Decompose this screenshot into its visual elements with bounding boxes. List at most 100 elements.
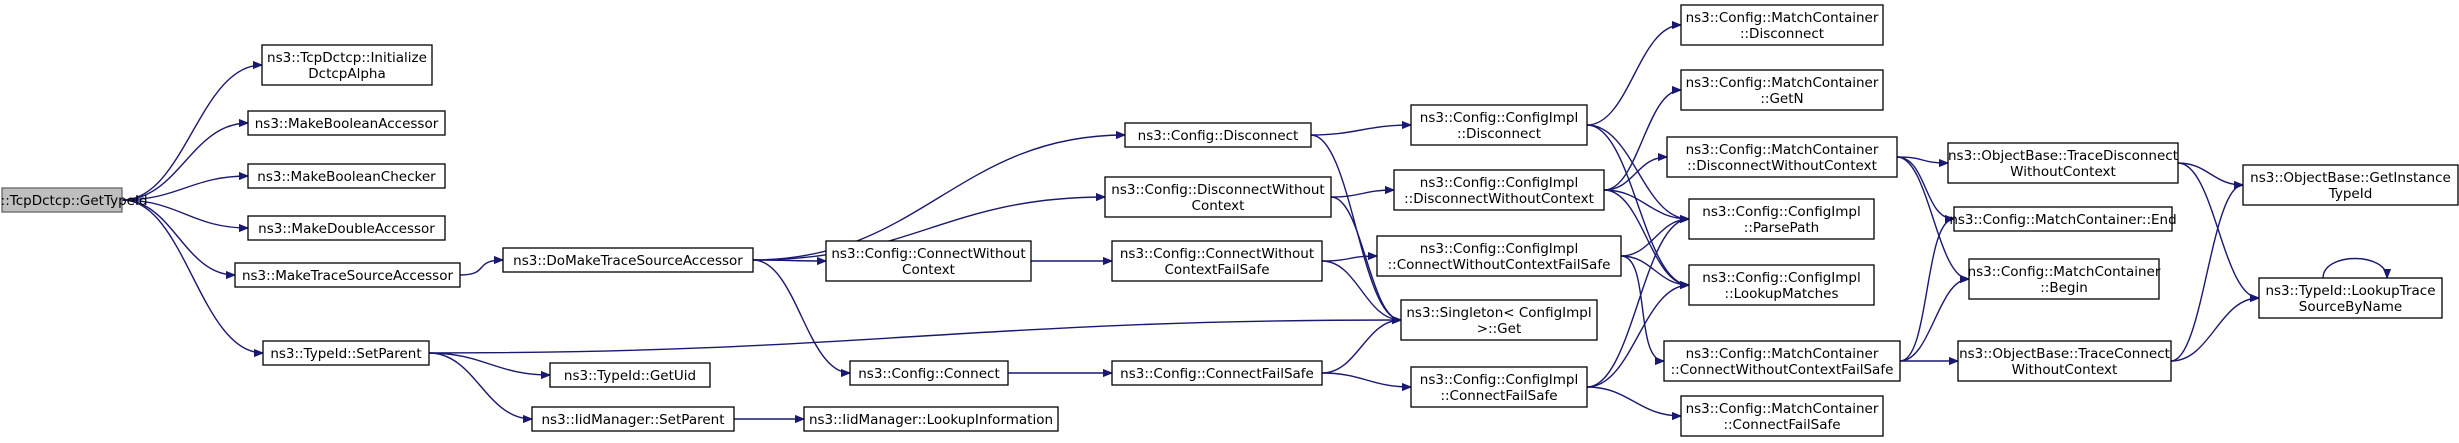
node-box <box>1953 206 2173 232</box>
node-label-line: ::DisconnectWithoutContext <box>1404 191 1594 207</box>
node-box <box>1393 169 1605 211</box>
node-label-line: TypeId <box>2328 186 2373 202</box>
node-typeid-set-parent[interactable]: ns3::TypeId::SetParent <box>262 340 430 366</box>
node-box <box>1688 264 1875 306</box>
node-config-disconnect[interactable]: ns3::Config::Disconnect <box>1124 122 1312 148</box>
node-box <box>1410 104 1588 146</box>
node-config-disconnect-without-context[interactable]: ns3::Config::DisconnectWithoutContext <box>1104 176 1332 218</box>
node-singleton-get[interactable]: ns3::Singleton< ConfigImpl>::Get <box>1400 299 1598 341</box>
node-box <box>247 163 446 189</box>
node-label-line: Context <box>902 262 955 278</box>
edge-do_make_trace_source_accessor-to-config_disconnect <box>752 135 1125 261</box>
node-typeid-get-uid[interactable]: ns3::TypeId::GetUid <box>549 362 711 388</box>
node-label-line: ns3::Config::ConfigImpl <box>1702 270 1860 286</box>
node-label-line: ns3::MakeBooleanChecker <box>257 169 436 185</box>
node-box <box>2242 164 2459 206</box>
node-get-type-id[interactable]: ns3::TcpDctcp::GetTypeId <box>0 187 148 213</box>
edge-configimpl_connect_failsafe-to-configimpl_parse_path <box>1586 219 1689 388</box>
node-config-connect[interactable]: ns3::Config::Connect <box>849 360 1009 386</box>
edge-object_base_trace_connect_without_context-to-object_base_get_instance_type_id <box>2170 185 2244 362</box>
node-label-line: ns3::Config::ConfigImpl <box>1420 175 1578 191</box>
edge-match_container_connect_without_context_failsafe-to-match_container_begin <box>1899 279 1970 362</box>
edge-configimpl_connect_failsafe-to-configimpl_lookup_matches <box>1586 285 1689 388</box>
node-box <box>1688 198 1875 240</box>
node-box <box>1111 240 1323 282</box>
node-label-line: ContextFailSafe <box>1164 262 1269 278</box>
node-match-container-disconnect-without-context[interactable]: ns3::Config::MatchContainer::DisconnectW… <box>1666 136 1898 178</box>
node-label-line: ::ConnectWithoutContextFailSafe <box>1388 257 1611 273</box>
node-config-connect-without-context-failsafe[interactable]: ns3::Config::ConnectWithoutContextFailSa… <box>1111 240 1323 282</box>
node-make-trace-source-accessor[interactable]: ns3::MakeTraceSourceAccessor <box>234 262 461 288</box>
node-box <box>825 240 1032 282</box>
node-box <box>234 262 461 288</box>
node-label-line: ns3::Config::ConnectFailSafe <box>1120 366 1314 382</box>
edge-config_disconnect_without_context-to-singleton_get <box>1330 196 1402 320</box>
node-box <box>1680 395 1884 437</box>
node-label-line: ns3::IidManager::SetParent <box>542 412 725 428</box>
node-configimpl-connect-without-context-failsafe[interactable]: ns3::Config::ConfigImpl::ConnectWithoutC… <box>1376 235 1622 277</box>
node-config-connect-failsafe[interactable]: ns3::Config::ConnectFailSafe <box>1111 360 1323 386</box>
node-box <box>247 110 446 136</box>
node-match-container-connect-without-context-failsafe[interactable]: ns3::Config::MatchContainer::ConnectWith… <box>1663 340 1901 382</box>
node-configimpl-lookup-matches[interactable]: ns3::Config::ConfigImpl::LookupMatches <box>1688 264 1875 306</box>
edge-config_connect_failsafe-to-singleton_get <box>1321 320 1401 374</box>
node-match-container-get-n[interactable]: ns3::Config::MatchContainer::GetN <box>1680 69 1884 111</box>
node-label-line: ns3::ObjectBase::GetInstance <box>2250 170 2451 186</box>
node-label-line: ns3::Config::Disconnect <box>1138 128 1299 144</box>
node-label-line: ns3::Singleton< ConfigImpl <box>1406 305 1591 321</box>
edge-object_base_trace_connect_without_context-to-typeid_lookup_trace_source_by_name <box>2170 298 2259 362</box>
node-match-container-begin[interactable]: ns3::Config::MatchContainer::Begin <box>1968 258 2161 300</box>
edge-match_container_disconnect_without_context-to-match_container_begin <box>1896 156 1970 279</box>
node-label-line: ns3::TcpDctcp::GetTypeId <box>0 193 148 209</box>
edge-match_container_connect_without_context_failsafe-to-match_container_end <box>1899 219 1955 362</box>
node-label-line: ns3::Config::MatchContainer <box>1686 10 1879 26</box>
edges <box>121 25 2387 419</box>
node-label-line: ns3::Config::Connect <box>858 366 1000 382</box>
node-box <box>261 44 433 86</box>
node-object-base-trace-connect-without-context[interactable]: ns3::ObjectBase::TraceConnectWithoutCont… <box>1957 340 2172 382</box>
node-make-boolean-accessor[interactable]: ns3::MakeBooleanAccessor <box>247 110 446 136</box>
node-box <box>1957 340 2172 382</box>
edge-typeid_set_parent-to-typeid_get_uid <box>428 352 550 375</box>
edge-configimpl_disconnect_without_context-to-configimpl_parse_path <box>1603 189 1689 219</box>
edge-config_connect_failsafe-to-configimpl_connect_failsafe <box>1321 372 1411 387</box>
node-label-line: ns3::Config::ConnectWithout <box>831 246 1025 262</box>
edge-typeid_set_parent-to-iid_manager_set_parent <box>428 352 532 419</box>
node-iid-manager-set-parent[interactable]: ns3::IidManager::SetParent <box>531 406 735 432</box>
node-label-line: ns3::TypeId::GetUid <box>564 368 696 384</box>
edge-configimpl_disconnect_without_context-to-configimpl_lookup_matches <box>1603 189 1689 285</box>
node-configimpl-parse-path[interactable]: ns3::Config::ConfigImpl::ParsePath <box>1688 198 1875 240</box>
edge-configimpl_disconnect-to-match_container_disconnect <box>1586 25 1681 126</box>
node-object-base-trace-disconnect-without-context[interactable]: ns3::ObjectBase::TraceDisconnectWithoutC… <box>1947 142 2179 184</box>
node-match-container-connect-failsafe[interactable]: ns3::Config::MatchContainer::ConnectFail… <box>1680 395 1884 437</box>
node-label-line: >::Get <box>1477 321 1521 337</box>
node-configimpl-disconnect-without-context[interactable]: ns3::Config::ConfigImpl::DisconnectWitho… <box>1393 169 1605 211</box>
node-config-connect-without-context[interactable]: ns3::Config::ConnectWithoutContext <box>825 240 1032 282</box>
node-box <box>1666 136 1898 178</box>
node-box <box>1 187 123 213</box>
edge-configimpl_disconnect_without_context-to-match_container_get_n <box>1603 90 1682 191</box>
edge-do_make_trace_source_accessor-to-config_connect <box>752 259 850 373</box>
node-label-line: ns3::Config::ConnectWithout <box>1120 246 1314 262</box>
node-label-line: ns3::Config::MatchContainer <box>1686 142 1879 158</box>
node-make-boolean-checker[interactable]: ns3::MakeBooleanChecker <box>247 163 446 189</box>
edge-config_connect_without_context_failsafe-to-configimpl_connect_without_context_failsafe <box>1321 256 1377 262</box>
node-match-container-disconnect[interactable]: ns3::Config::MatchContainer::Disconnect <box>1680 4 1884 46</box>
node-box <box>1376 235 1622 277</box>
node-label-line: ns3::TcpDctcp::Initialize <box>267 50 427 66</box>
node-match-container-end[interactable]: ns3::Config::MatchContainer::End <box>1949 206 2177 232</box>
node-box <box>1111 360 1323 386</box>
node-iid-manager-lookup-information[interactable]: ns3::IidManager::LookupInformation <box>803 406 1059 432</box>
edge-get_type_id-to-make_double_accessor <box>121 199 248 228</box>
node-configimpl-disconnect[interactable]: ns3::Config::ConfigImpl::Disconnect <box>1410 104 1588 146</box>
node-configimpl-connect-failsafe[interactable]: ns3::Config::ConfigImpl::ConnectFailSafe <box>1410 366 1588 408</box>
node-do-make-trace-source-accessor[interactable]: ns3::DoMakeTraceSourceAccessor <box>502 247 754 273</box>
node-label-line: Context <box>1192 198 1245 214</box>
node-label-line: ns3::Config::ConfigImpl <box>1420 241 1578 257</box>
node-label-line: ns3::TypeId::LookupTrace <box>2265 283 2435 299</box>
nodes: ns3::TcpDctcp::GetTypeId ns3::TcpDctcp::I… <box>0 4 2459 437</box>
node-make-double-accessor[interactable]: ns3::MakeDoubleAccessor <box>247 215 446 241</box>
